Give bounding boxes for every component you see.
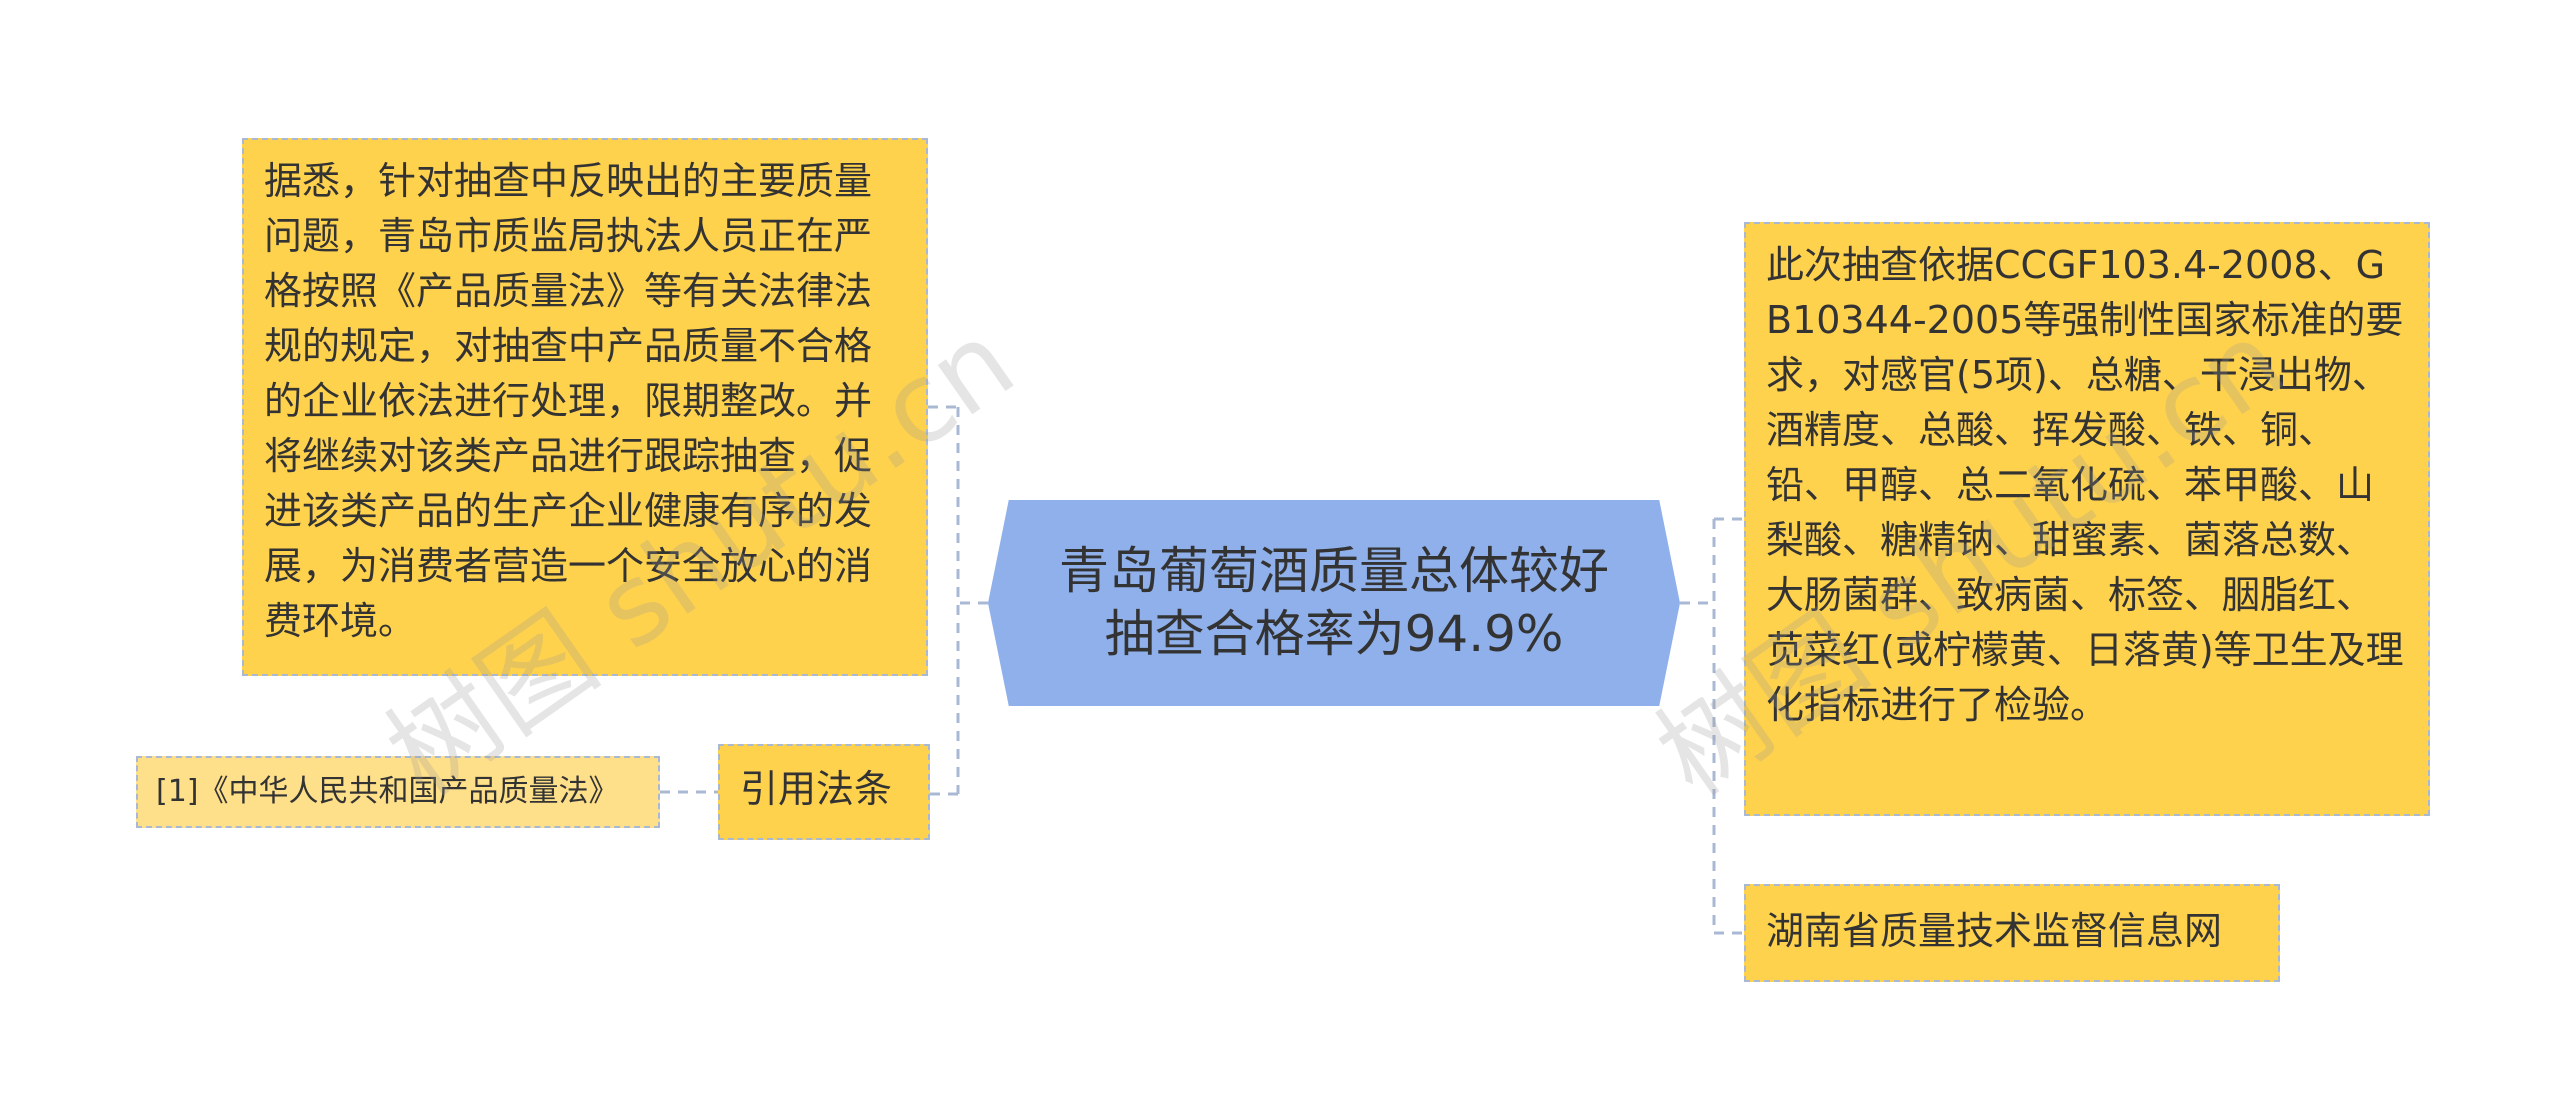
topic-enforcement-measures[interactable]: 据悉，针对抽查中反映出的主要质量问题，青岛市质监局执法人员正在严格按照《产品质量… [242,138,928,676]
topic-law-reference[interactable]: [1]《中华人民共和国产品质量法》 [136,756,660,828]
central-topic[interactable]: 青岛葡萄酒质量总体较好 抽查合格率为94.9% [988,500,1680,706]
central-topic-line2: 抽查合格率为94.9% [1104,605,1564,663]
topic-citation-label[interactable]: 引用法条 [718,744,930,840]
topic-source[interactable]: 湖南省质量技术监督信息网 [1744,884,2280,982]
central-topic-line1: 青岛葡萄酒质量总体较好 [1059,542,1609,600]
topic-inspection-basis[interactable]: 此次抽查依据CCGF103.4-2008、GB10344-2005等强制性国家标… [1744,222,2430,816]
